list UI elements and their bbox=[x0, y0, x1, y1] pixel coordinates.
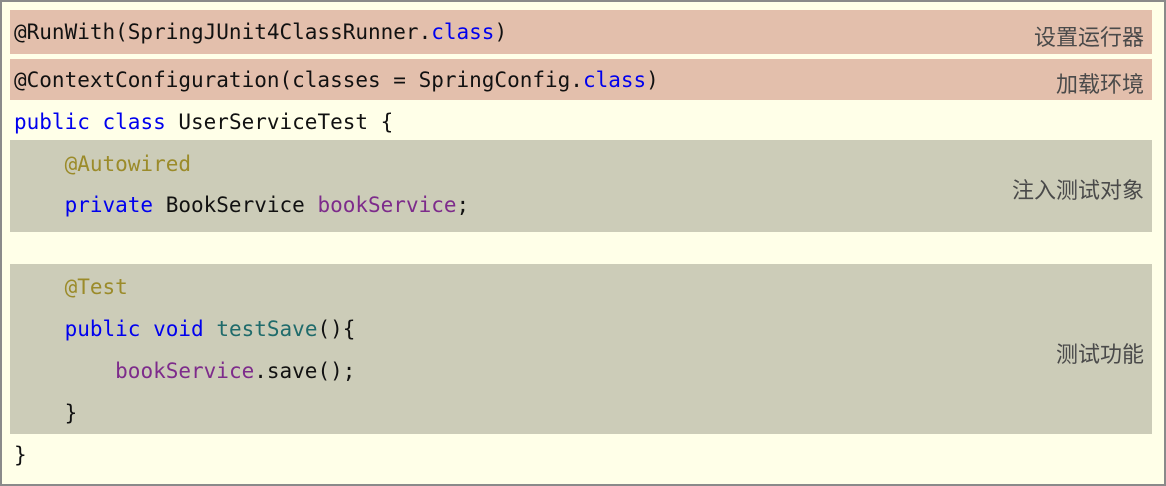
code-token-method-name: testSave bbox=[216, 317, 318, 341]
code-token-private: private bbox=[14, 193, 154, 217]
code-line-method-close-brace: } bbox=[14, 399, 78, 427]
code-token-space-3 bbox=[204, 317, 217, 341]
code-token-class-keyword-2: class bbox=[582, 68, 647, 92]
code-line-autowired: @Autowired bbox=[14, 150, 191, 178]
annotation-inject-test-object: 注入测试对象 bbox=[1011, 179, 1144, 204]
highlight-band-contextconfiguration bbox=[10, 59, 1152, 100]
code-token-field-name: bookService bbox=[317, 193, 457, 217]
code-token-save-call: .save(); bbox=[254, 359, 356, 383]
code-token-space-1 bbox=[90, 110, 103, 134]
code-token-public-1: public bbox=[14, 110, 90, 134]
code-token-close-brace-outer: } bbox=[14, 443, 27, 467]
code-token-field-type: BookService bbox=[153, 193, 318, 217]
highlight-band-runwith bbox=[10, 10, 1152, 54]
highlight-band-test-method bbox=[10, 264, 1152, 434]
code-token-public-2: public bbox=[14, 317, 141, 341]
code-token-void: void bbox=[153, 317, 204, 341]
code-line-contextconfiguration: @ContextConfiguration(classes = SpringCo… bbox=[14, 66, 659, 94]
code-token-indent-1 bbox=[14, 359, 115, 383]
code-token-class-name: UserServiceTest { bbox=[165, 110, 394, 134]
annotation-load-environment: 加载环境 bbox=[1055, 73, 1144, 98]
code-token-runwith-head: @RunWith(SpringJUnit4ClassRunner. bbox=[14, 20, 432, 44]
code-line-runwith: @RunWith(SpringJUnit4ClassRunner.class) bbox=[14, 18, 507, 46]
code-token-space-2 bbox=[140, 317, 153, 341]
code-token-runwith-tail: ) bbox=[494, 20, 508, 44]
code-token-field-reference: bookService bbox=[115, 359, 255, 383]
annotation-test-function: 测试功能 bbox=[1055, 343, 1144, 368]
code-line-method-call: bookService.save(); bbox=[14, 357, 355, 385]
code-token-ctxconfig-head: @ContextConfiguration(classes = SpringCo… bbox=[14, 68, 583, 92]
code-token-close-brace-inner: } bbox=[14, 401, 78, 425]
code-token-semicolon-1: ; bbox=[456, 193, 470, 217]
code-token-test-annotation: @Test bbox=[14, 275, 128, 299]
highlight-band-autowired-field bbox=[10, 140, 1152, 232]
code-line-test-annotation: @Test bbox=[14, 273, 128, 301]
code-line-method-signature: public void testSave(){ bbox=[14, 315, 356, 343]
code-token-method-parens: (){ bbox=[317, 317, 356, 341]
annotation-set-runner: 设置运行器 bbox=[1033, 26, 1144, 51]
code-token-class-keyword-1: class bbox=[431, 20, 495, 44]
code-line-class-declaration: public class UserServiceTest { bbox=[14, 108, 393, 136]
code-token-autowired-annotation: @Autowired bbox=[14, 152, 192, 176]
code-line-field-declaration: private BookService bookService; bbox=[14, 191, 470, 219]
code-token-ctxconfig-tail: ) bbox=[646, 68, 659, 92]
code-token-class-keyword-3: class bbox=[102, 110, 166, 134]
code-line-class-close-brace: } bbox=[14, 441, 27, 469]
code-surface: @RunWith(SpringJUnit4ClassRunner.class) … bbox=[4, 4, 1162, 482]
